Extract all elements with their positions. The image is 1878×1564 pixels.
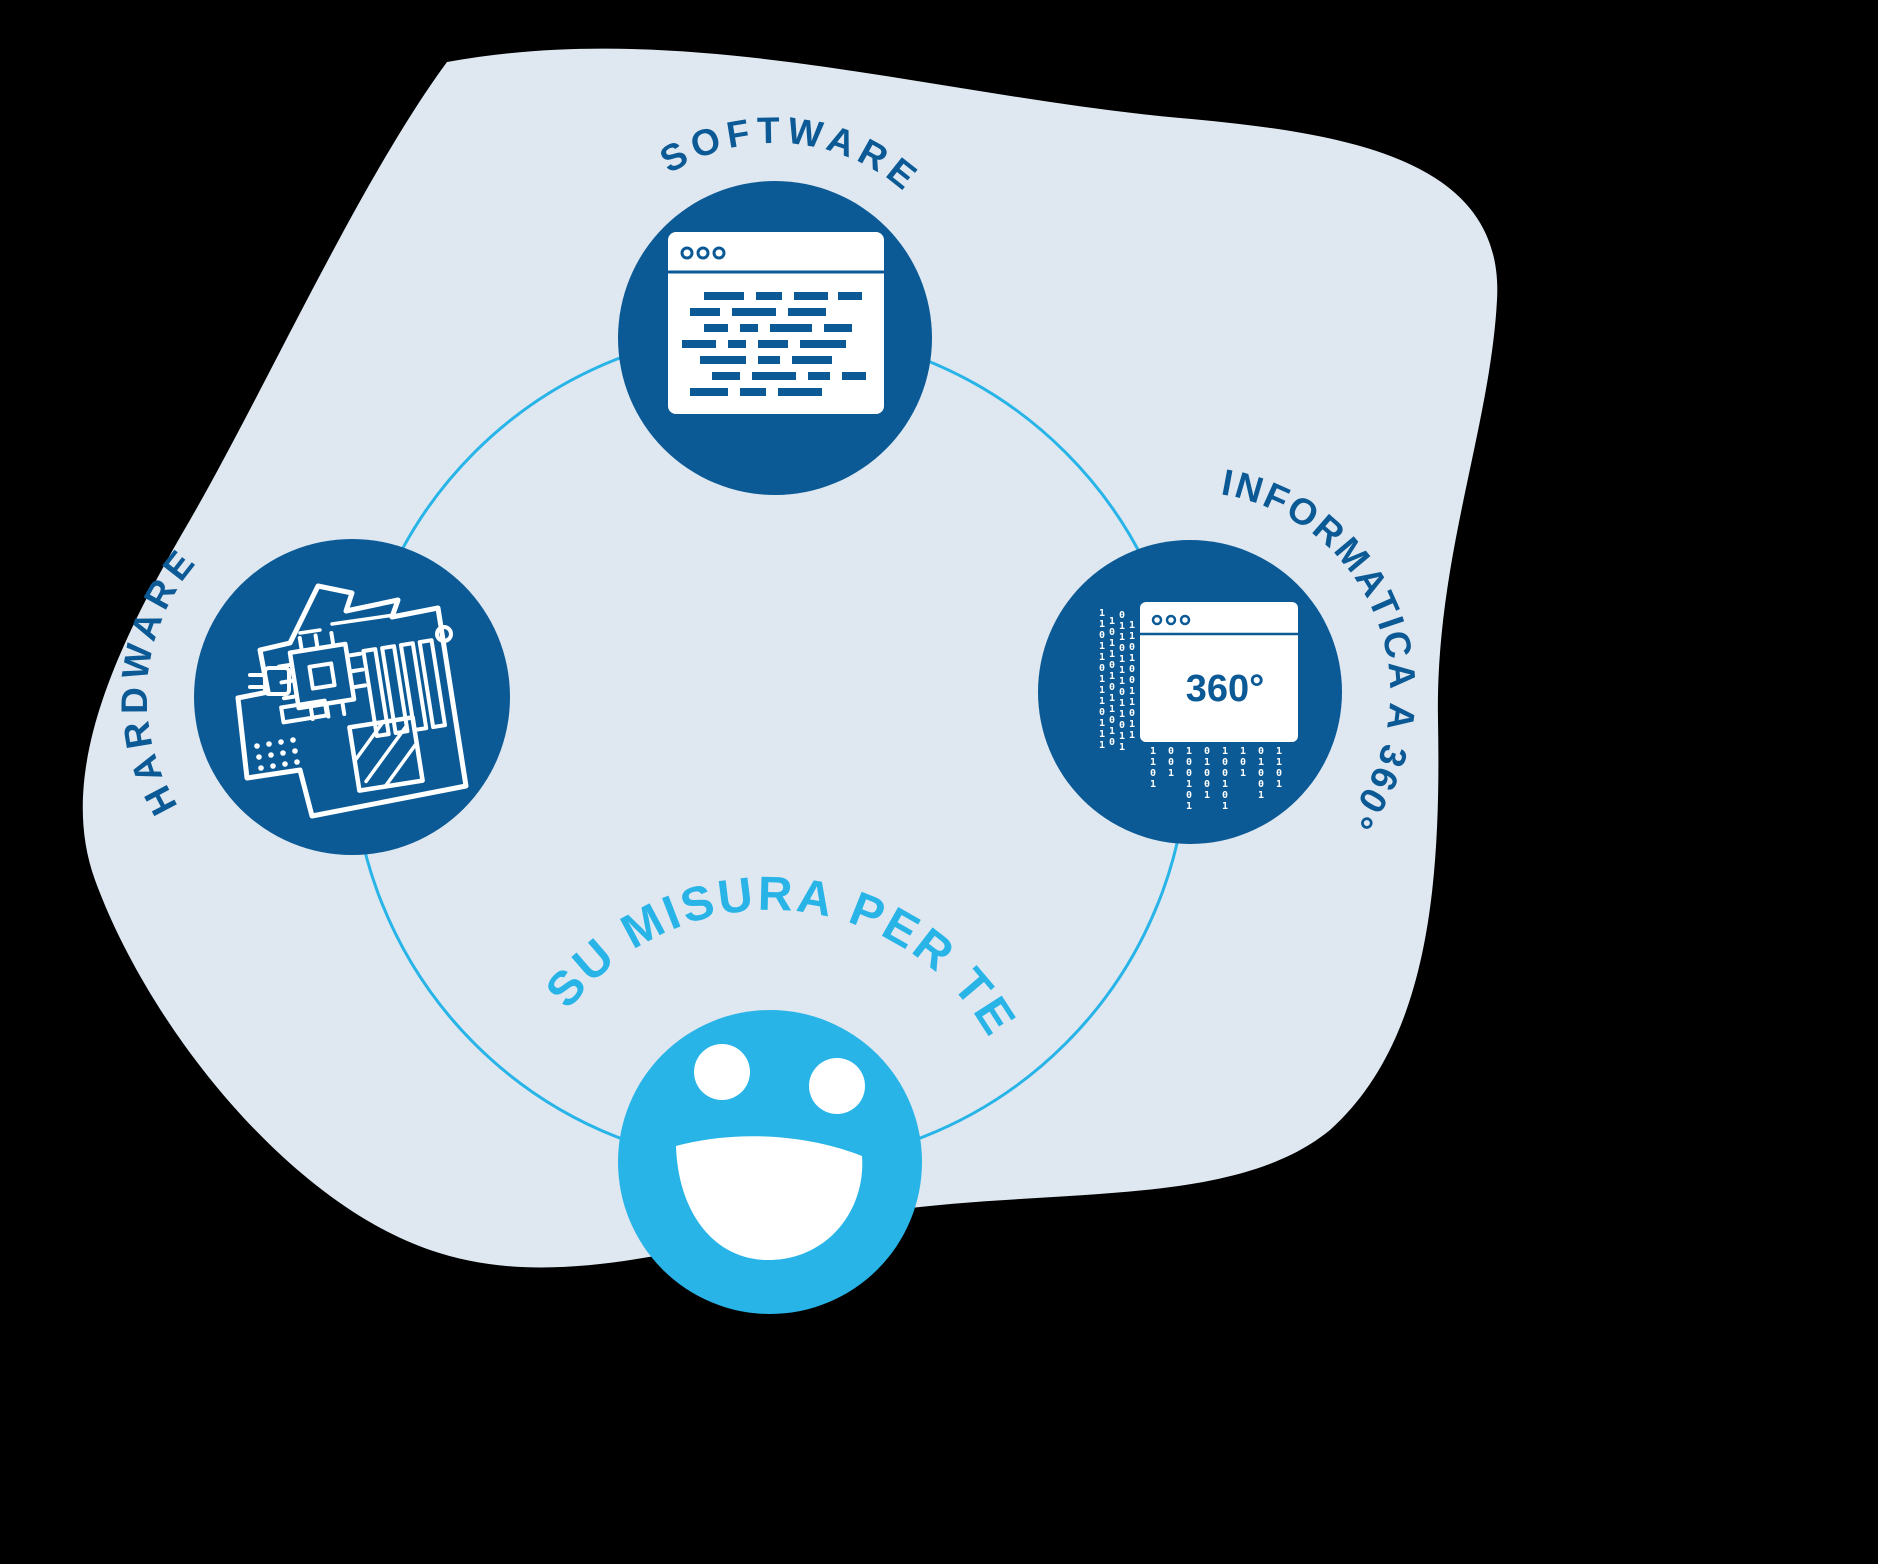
motherboard-icon	[235, 583, 469, 819]
binary-column: 1 1 0 1	[1150, 746, 1157, 790]
smiley-mouth-icon	[676, 1136, 863, 1261]
code-window-icon	[666, 232, 886, 414]
heatsink-icon	[347, 715, 425, 793]
binary-column: 1 1 0 1 0 0 1 1 0 1 1	[1129, 620, 1136, 741]
binary-column: 0 1 0 0 1	[1204, 746, 1211, 801]
window-dot-icon	[1151, 614, 1163, 626]
code-lines	[682, 292, 866, 396]
binary-column: 1 0 1 1 0 1 0 1 1 0 1 0	[1109, 616, 1116, 748]
window-dot-icon	[1179, 614, 1191, 626]
smiley-eye-icon	[809, 1058, 865, 1114]
binary-column: 1 1 0 1 1 0 1 1 1 0 1 1 1	[1099, 608, 1106, 751]
window-dot-icon	[1165, 614, 1177, 626]
node-software	[618, 181, 932, 495]
screw-icon	[435, 625, 453, 643]
binary-column: 1 0 0 1 0 1	[1222, 746, 1229, 812]
node-smiley	[618, 1010, 922, 1314]
window-dot-icon	[696, 246, 710, 260]
smiley-eye-icon	[694, 1044, 750, 1100]
badge-360: 360°	[1186, 668, 1265, 710]
binary-column: 1 0 1	[1240, 746, 1247, 779]
window-dot-icon	[712, 246, 726, 260]
power-plug-icon	[248, 666, 291, 696]
browser-360-icon: 360°	[1138, 602, 1300, 742]
background-blob	[82, 48, 1498, 1268]
binary-column: 0 1 1 0 1 1 1 0 1 1 0 1 1	[1119, 610, 1126, 753]
binary-column: 1 0 0 1 0 1	[1186, 746, 1193, 812]
binary-column: 0 0 1	[1168, 746, 1175, 779]
binary-column: 0 1 0 0 1	[1258, 746, 1265, 801]
node-informatica: 360°	[1038, 540, 1342, 844]
binary-column: 1 1 0 1	[1276, 746, 1283, 790]
solder-dots	[254, 737, 300, 771]
window-dot-icon	[680, 246, 694, 260]
trace-lines	[298, 613, 396, 635]
connector-icon	[279, 698, 329, 725]
node-hardware	[194, 539, 510, 855]
